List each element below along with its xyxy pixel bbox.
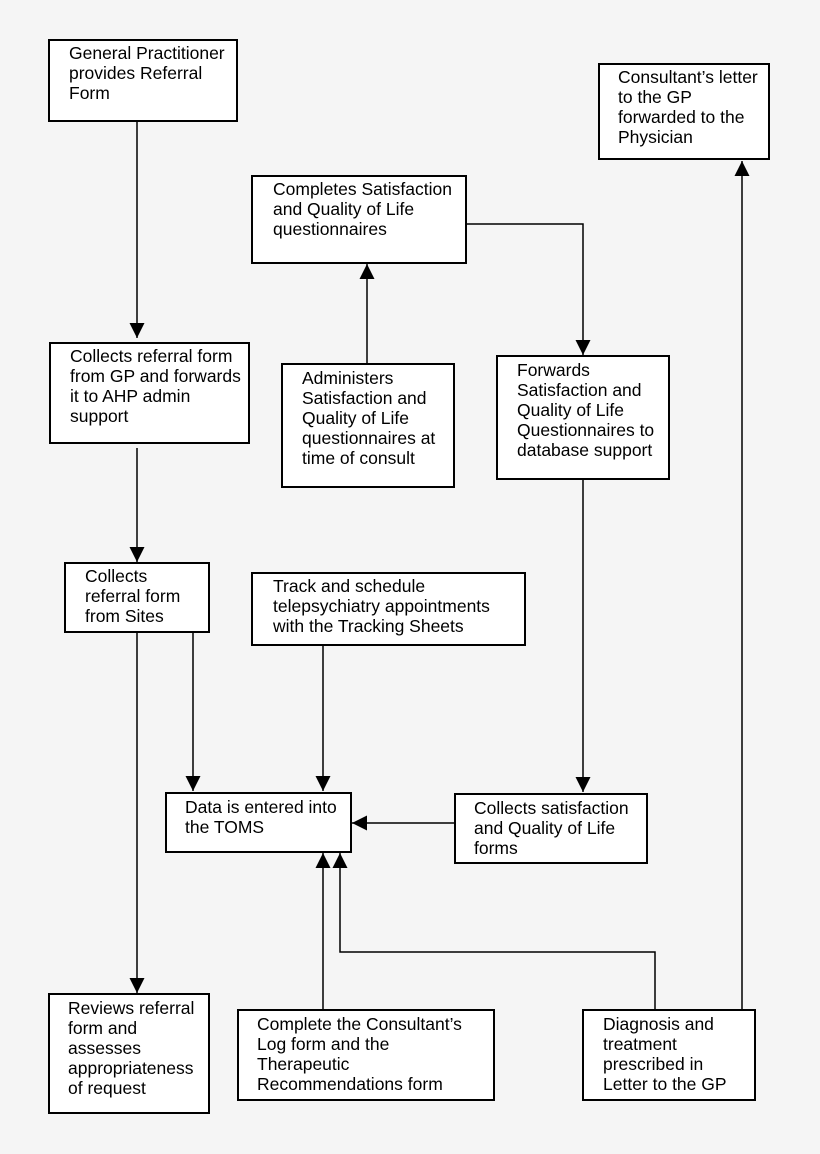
administers-questionnaires-text: Administers Satisfaction and Quality of … [302, 368, 436, 468]
track-schedule-box: Track and schedule telepsychiatry appoin… [251, 572, 526, 646]
diagnosis-treatment-text: Diagnosis and treatment prescribed in Le… [603, 1014, 727, 1094]
diagnosis-treatment-box: Diagnosis and treatment prescribed in Le… [582, 1009, 756, 1101]
administers-questionnaires-box: Administers Satisfaction and Quality of … [281, 363, 455, 488]
consultant-letter-text: Consultant’s letter to the GP forwarded … [618, 67, 758, 147]
forwards-questionnaires-text: Forwards Satisfaction and Quality of Lif… [517, 360, 655, 460]
reviews-referral-box: Reviews referral form and assesses appro… [48, 993, 210, 1114]
arrow-diagnosis-to-data [332, 853, 656, 1009]
collects-from-sites-box: Collects referral form from Sites [64, 562, 210, 633]
reviews-referral-text: Reviews referral form and assesses appro… [68, 998, 195, 1098]
completes-questionnaires-box: Completes Satisfaction and Quality of Li… [251, 175, 467, 264]
data-entered-toms-text: Data is entered into the TOMS [185, 797, 337, 837]
gp-referral-box: General Practitioner provides Referral F… [48, 39, 238, 122]
consultant-letter-box: Consultant’s letter to the GP forwarded … [598, 63, 770, 160]
collects-from-sites-text: Collects referral form from Sites [85, 566, 181, 626]
collects-satisfaction-forms-box: Collects satisfaction and Quality of Lif… [454, 793, 648, 864]
arrow-completes-to-forwards [467, 223, 591, 355]
collects-from-gp-text: Collects referral form from GP and forwa… [70, 346, 241, 426]
data-entered-toms-box: Data is entered into the TOMS [165, 792, 352, 853]
gp-referral-text: General Practitioner provides Referral F… [69, 43, 225, 103]
forwards-questionnaires-box: Forwards Satisfaction and Quality of Lif… [496, 355, 670, 480]
completes-questionnaires-text: Completes Satisfaction and Quality of Li… [273, 179, 452, 239]
collects-satisfaction-forms-text: Collects satisfaction and Quality of Lif… [474, 798, 629, 858]
collects-from-gp-box: Collects referral form from GP and forwa… [49, 342, 250, 444]
complete-consultant-log-text: Complete the Consultant’s Log form and t… [257, 1014, 462, 1094]
complete-consultant-log-box: Complete the Consultant’s Log form and t… [237, 1009, 495, 1101]
track-schedule-text: Track and schedule telepsychiatry appoin… [273, 576, 490, 636]
